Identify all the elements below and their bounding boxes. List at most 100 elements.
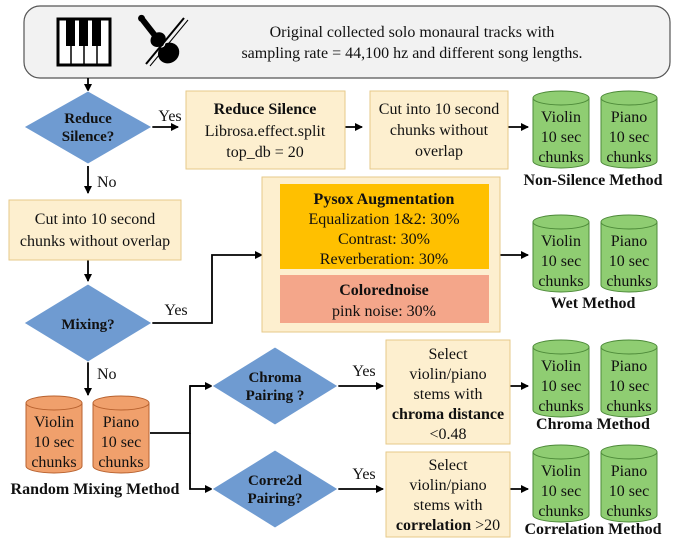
svg-text:Mixing?: Mixing? xyxy=(61,317,114,333)
cylinder-label: Piano xyxy=(611,358,647,375)
non-silence-violin-chunks-cylinder: Violin 10 sec chunks xyxy=(532,90,590,169)
chroma-select-box: Select violin/piano stems with chroma di… xyxy=(385,339,511,445)
cylinder-label: Violin xyxy=(541,463,581,480)
non-silence-piano-chunks-cylinder: Piano 10 sec chunks xyxy=(600,90,658,169)
piano-keyboard-icon xyxy=(56,17,112,67)
no-label-mixing: No xyxy=(97,366,117,383)
svg-text:chunks without overlap: chunks without overlap xyxy=(20,233,170,250)
cylinder-label: chunks xyxy=(538,273,583,290)
svg-text:top_db = 20: top_db = 20 xyxy=(226,144,303,161)
cylinder-label: 10 sec xyxy=(541,253,581,270)
cylinder-label: chunks xyxy=(606,503,651,520)
svg-text:Equalization 1&2: 30%: Equalization 1&2: 30% xyxy=(308,211,459,228)
svg-text:chunks without: chunks without xyxy=(390,122,489,139)
method-non-silence: Non-Silence Method xyxy=(523,172,662,189)
yes-label-mixing: Yes xyxy=(164,302,187,319)
decision-mixing: Mixing? xyxy=(23,283,153,363)
svg-text:stems with: stems with xyxy=(414,497,483,514)
cylinder-label: chunks xyxy=(538,398,583,415)
svg-text:Reduce: Reduce xyxy=(64,111,112,127)
cylinder-label: 10 sec xyxy=(34,434,74,451)
cylinder-label: chunks xyxy=(606,398,651,415)
random-violin-chunks-cylinder: Violin 10 sec chunks xyxy=(25,395,83,474)
cylinder-label: Piano xyxy=(611,109,647,126)
svg-text:violin/piano: violin/piano xyxy=(409,477,486,494)
cylinder-label: Piano xyxy=(103,414,139,431)
yes-label-chroma: Yes xyxy=(352,363,375,380)
correlation-piano-chunks-cylinder: Piano 10 sec chunks xyxy=(600,444,658,523)
colorednoise-box: Colorednoise pink noise: 30% xyxy=(280,275,489,323)
cylinder-label: chunks xyxy=(606,149,651,166)
cylinder-label: 10 sec xyxy=(609,129,649,146)
cylinder-label: chunks xyxy=(538,503,583,520)
svg-text:Select: Select xyxy=(428,346,468,363)
cylinder-label: 10 sec xyxy=(541,378,581,395)
cylinder-label: 10 sec xyxy=(609,378,649,395)
connectors xyxy=(84,78,529,493)
svg-text:pink noise: 30%: pink noise: 30% xyxy=(332,303,436,320)
cylinder-label: Violin xyxy=(541,358,581,375)
cylinder-label: chunks xyxy=(98,454,143,471)
svg-text:stems with: stems with xyxy=(414,386,483,403)
svg-text:<0.48: <0.48 xyxy=(429,426,466,443)
cylinder-label: Piano xyxy=(611,463,647,480)
yes-label-corre2d: Yes xyxy=(352,466,375,483)
svg-text:Pairing?: Pairing? xyxy=(248,491,303,507)
cylinder-label: 10 sec xyxy=(541,483,581,500)
cylinder-label: chunks xyxy=(31,454,76,471)
svg-text:Silence?: Silence? xyxy=(62,129,115,145)
cylinder-label: 10 sec xyxy=(101,434,141,451)
svg-text:chroma distance: chroma distance xyxy=(392,406,504,423)
method-random-mixing: Random Mixing Method xyxy=(11,481,180,498)
correlation-select-box: Select violin/piano stems with correlati… xyxy=(385,451,511,538)
svg-text:Contrast: 30%: Contrast: 30% xyxy=(338,231,430,248)
svg-text:Librosa.effect.split: Librosa.effect.split xyxy=(205,123,326,140)
svg-text:Reverberation: 30%: Reverberation: 30% xyxy=(320,251,448,268)
cylinder-label: 10 sec xyxy=(609,483,649,500)
svg-text:Colorednoise: Colorednoise xyxy=(339,282,428,299)
cylinder-label: 10 sec xyxy=(541,129,581,146)
method-wet: Wet Method xyxy=(551,295,636,312)
svg-text:Cut into 10 second: Cut into 10 second xyxy=(35,211,155,228)
header-line-2: sampling rate = 44,100 hz and different … xyxy=(241,45,582,62)
augmentation-group: Pysox Augmentation Equalization 1&2: 30%… xyxy=(261,176,501,333)
svg-text:Corre2d: Corre2d xyxy=(248,473,303,489)
cylinder-label: Violin xyxy=(541,109,581,126)
svg-text:Reduce Silence: Reduce Silence xyxy=(214,101,317,118)
correlation-violin-chunks-cylinder: Violin 10 sec chunks xyxy=(532,444,590,523)
random-piano-chunks-cylinder: Piano 10 sec chunks xyxy=(92,395,150,474)
svg-text:correlation >20: correlation >20 xyxy=(396,517,500,534)
wet-piano-chunks-cylinder: Piano 10 sec chunks xyxy=(600,214,658,293)
wet-violin-chunks-cylinder: Violin 10 sec chunks xyxy=(532,214,590,293)
header-line-1: Original collected solo monaural tracks … xyxy=(270,24,555,41)
cylinder-label: Piano xyxy=(611,233,647,250)
violin-icon xyxy=(138,14,189,67)
cylinder-label: Violin xyxy=(541,233,581,250)
no-label-silence: No xyxy=(97,174,117,191)
cylinder-label: chunks xyxy=(538,149,583,166)
cylinder-label: Violin xyxy=(34,414,74,431)
cut-chunks-box-left: Cut into 10 second chunks without overla… xyxy=(8,199,182,261)
method-chroma: Chroma Method xyxy=(536,416,650,433)
pysox-augmentation-box: Pysox Augmentation Equalization 1&2: 30%… xyxy=(280,184,489,269)
cut-chunks-box-top: Cut into 10 second chunks without overla… xyxy=(369,90,509,170)
svg-text:violin/piano: violin/piano xyxy=(409,366,486,383)
decision-reduce-silence: Reduce Silence? xyxy=(22,90,154,165)
svg-text:Pairing ?: Pairing ? xyxy=(246,388,305,404)
decision-corre2d-pairing: Corre2d Pairing? xyxy=(211,449,339,529)
cylinder-label: 10 sec xyxy=(609,253,649,270)
svg-text:Cut into 10 second: Cut into 10 second xyxy=(379,101,499,118)
svg-text:Pysox Augmentation: Pysox Augmentation xyxy=(314,191,455,208)
svg-text:overlap: overlap xyxy=(415,143,463,160)
reduce-silence-box: Reduce Silence Librosa.effect.split top_… xyxy=(185,90,346,170)
chroma-piano-chunks-cylinder: Piano 10 sec chunks xyxy=(600,339,658,418)
yes-label-silence: Yes xyxy=(158,108,181,125)
svg-text:Chroma: Chroma xyxy=(248,370,302,386)
method-correlation: Correlation Method xyxy=(524,521,661,538)
cylinder-label: chunks xyxy=(606,273,651,290)
header-box: Original collected solo monaural tracks … xyxy=(23,5,671,79)
chroma-violin-chunks-cylinder: Violin 10 sec chunks xyxy=(532,339,590,418)
decision-chroma-pairing: Chroma Pairing ? xyxy=(211,346,339,426)
svg-text:Select: Select xyxy=(428,457,468,474)
